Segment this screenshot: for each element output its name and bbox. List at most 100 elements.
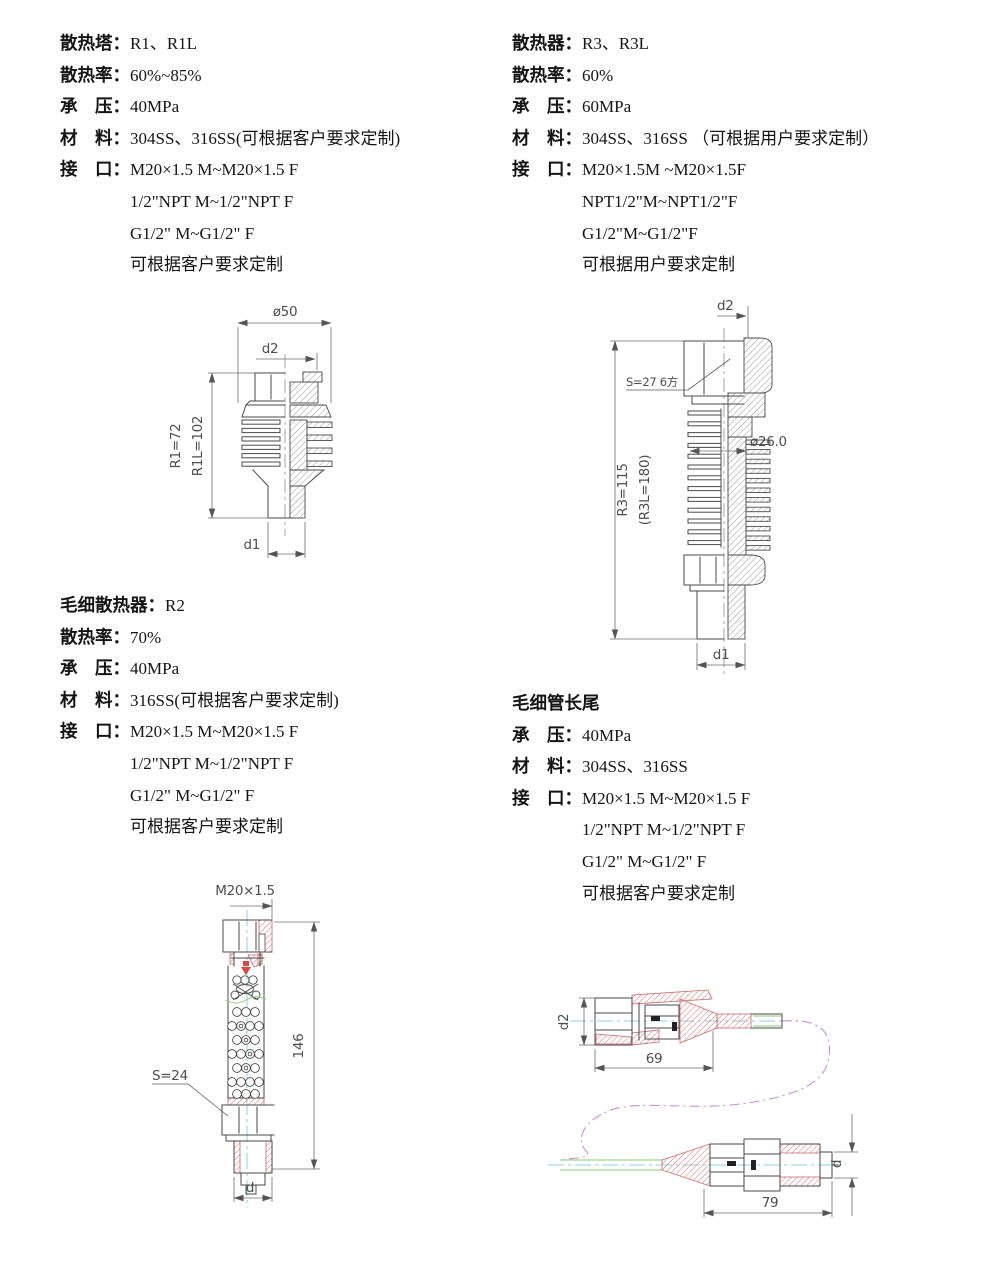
spec-row-continuation: 可根据客户要求定制: [582, 883, 735, 903]
spec-value: 304SS、316SS: [582, 757, 688, 777]
spec-block-r2: 毛细散热器：R2 散热率：70% 承 压：40MPa 材 料：316SS(可根据…: [60, 590, 339, 843]
tail-capillary-curve: [561, 1020, 831, 1161]
spec-value: M20×1.5 M~M20×1.5 F: [130, 722, 299, 742]
r2-break-line: [225, 996, 267, 1004]
spec-value: R2: [165, 596, 185, 615]
spec-label: 承 压：: [60, 96, 130, 117]
spec-value: 60%: [582, 65, 614, 85]
dim-label-d: d: [829, 1160, 845, 1168]
dim-label-od: ø50: [273, 304, 298, 320]
spec-row: 承 压：40MPa: [512, 720, 750, 752]
spec-row: 接 口：M20×1.5M ~M20×1.5F: [512, 154, 879, 186]
spec-row-continuation: 1/2"NPT M~1/2"NPT F: [582, 820, 746, 840]
spec-value: 60MPa: [582, 97, 632, 117]
r3-left-fins: [687, 410, 722, 546]
tail-dimensions: d2 69 79 d: [556, 997, 858, 1217]
spec-block-tail: 毛细管长尾 承 压：40MPa 材 料：304SS、316SS 接 口：M20×…: [512, 688, 750, 909]
spec-value: 304SS、316SS （可根据用户要求定制）: [582, 128, 880, 148]
spec-row: 承 压：60MPa: [512, 91, 879, 123]
dim-label-d2: d2: [717, 298, 734, 314]
spec-label: 承 压：: [512, 724, 582, 745]
dim-label-r3-height: R3=115: [615, 463, 631, 516]
drawing-r3-heatsink: d2 S=27 6方 ø26.0 R3=115 (R3L=180) d1: [610, 298, 787, 678]
spec-row-continuation: 可根据客户要求定制: [130, 817, 283, 837]
spec-row-continuation: G1/2" M~G1/2" F: [130, 223, 255, 243]
r1-part-outline: [241, 372, 291, 519]
spec-label: 材 料：: [60, 689, 130, 710]
dim-label-hex-flats: S=27 6方: [626, 375, 678, 389]
spec-label: 材 料：: [512, 127, 582, 148]
spec-row-continuation: 可根据用户要求定制: [582, 255, 735, 275]
spec-label: 散热率：: [512, 64, 582, 85]
spec-row-continuation: 1/2"NPT M~1/2"NPT F: [130, 753, 294, 773]
r3-section-hatch: [727, 337, 773, 640]
drawing-r1-heatsink: ø50 d2 R1=72 R1L=102 d1: [168, 304, 333, 558]
spec-value: M20×1.5 M~M20×1.5 F: [130, 160, 299, 180]
dim-label-d1: d1: [243, 537, 260, 553]
spec-value: M20×1.5 M~M20×1.5 F: [582, 788, 751, 808]
dim-label-r3l-height: (R3L=180): [637, 455, 653, 525]
spec-row-continuation: NPT1/2"M~NPT1/2"F: [582, 191, 738, 211]
spec-label: 材 料：: [60, 127, 130, 148]
spec-row-continuation: G1/2" M~G1/2" F: [582, 851, 707, 871]
spec-label: 接 口：: [60, 721, 130, 742]
dim-label-d: d: [246, 1180, 254, 1196]
spec-row: 材 料：304SS、316SS （可根据用户要求定制）: [512, 123, 879, 155]
spec-value: 40MPa: [130, 97, 180, 117]
dim-label-length: 146: [291, 1034, 307, 1059]
spec-value: M20×1.5M ~M20×1.5F: [582, 160, 746, 180]
spec-label: 材 料：: [512, 756, 582, 777]
spec-block-r3: 散热器：R3、R3L 散热率：60% 承 压：60MPa 材 料：304SS、3…: [512, 28, 879, 281]
dim-label-thread: M20×1.5: [215, 883, 275, 899]
spec-row: 接 口：M20×1.5 M~M20×1.5 F: [512, 783, 750, 815]
spec-label: 散热塔：: [60, 33, 130, 53]
dim-label-hex-flats: S=24: [152, 1068, 188, 1084]
dim-label-d1: d1: [713, 647, 730, 663]
spec-row: 毛细散热器：R2: [60, 590, 339, 622]
spec-value: R1、R1L: [130, 34, 198, 53]
section-title: 毛细管长尾: [512, 693, 600, 713]
dim-label-fin-od: ø26.0: [750, 434, 787, 450]
spec-label: 散热器：: [512, 33, 582, 53]
r2-valve-seat: [241, 967, 251, 975]
spec-row: 接 口：M20×1.5 M~M20×1.5 F: [60, 716, 339, 748]
r2-perforations: [227, 1007, 264, 1099]
spec-row-continuation: G1/2" M~G1/2" F: [130, 785, 255, 805]
spec-value: 40MPa: [582, 725, 632, 745]
r1-dimensions: ø50 d2 R1=72 R1L=102 d1: [168, 304, 332, 558]
spec-label: 接 口：: [512, 787, 582, 808]
spec-row: 承 压：40MPa: [60, 653, 339, 685]
spec-row: 散热率：60%: [512, 60, 879, 92]
r3-right-fins: [745, 439, 771, 551]
spec-value: 304SS、316SS(可根据客户要求定制): [130, 128, 401, 148]
spec-label: 承 压：: [60, 658, 130, 679]
drawing-capillary-long-tail: d2 69 79 d: [548, 989, 858, 1217]
spec-row-continuation: G1/2"M~G1/2"F: [582, 223, 698, 243]
spec-label: 毛细散热器：: [60, 595, 165, 615]
spec-row: 材 料：316SS(可根据客户要求定制): [60, 685, 339, 717]
spec-value: 316SS(可根据客户要求定制): [130, 690, 339, 710]
r2-dimensions: M20×1.5 S=24 146 d: [152, 883, 320, 1202]
spec-row: 材 料：304SS、316SS: [512, 751, 750, 783]
spec-value: R3、R3L: [582, 34, 650, 53]
spec-row: 材 料：304SS、316SS(可根据客户要求定制): [60, 123, 400, 155]
spec-row-continuation: 可根据客户要求定制: [130, 255, 283, 275]
spec-value: 60%~85%: [130, 65, 202, 85]
spec-value: 70%: [130, 627, 162, 647]
r1-section-hatch: [289, 371, 333, 519]
spec-row: 散热率：70%: [60, 622, 339, 654]
spec-row: 承 压：40MPa: [60, 91, 400, 123]
spec-row-continuation: 1/2"NPT M~1/2"NPT F: [130, 191, 294, 211]
r2-part-outline: [221, 919, 275, 1195]
dim-label-r1-height: R1=72: [168, 424, 184, 469]
r3-dimensions: d2 S=27 6方 ø26.0 R3=115 (R3L=180) d1: [610, 298, 787, 670]
spec-label: 散热率：: [60, 64, 130, 85]
spec-value: 40MPa: [130, 659, 180, 679]
spec-label: 接 口：: [60, 159, 130, 180]
dim-label-len-top: 69: [646, 1051, 663, 1067]
tail-bottom-fitting: [560, 1138, 839, 1192]
drawing-r2-capillary-radiator: M20×1.5 S=24 146 d: [152, 883, 320, 1208]
spec-row: 散热率：60%~85%: [60, 60, 400, 92]
spec-label: 承 压：: [512, 96, 582, 117]
